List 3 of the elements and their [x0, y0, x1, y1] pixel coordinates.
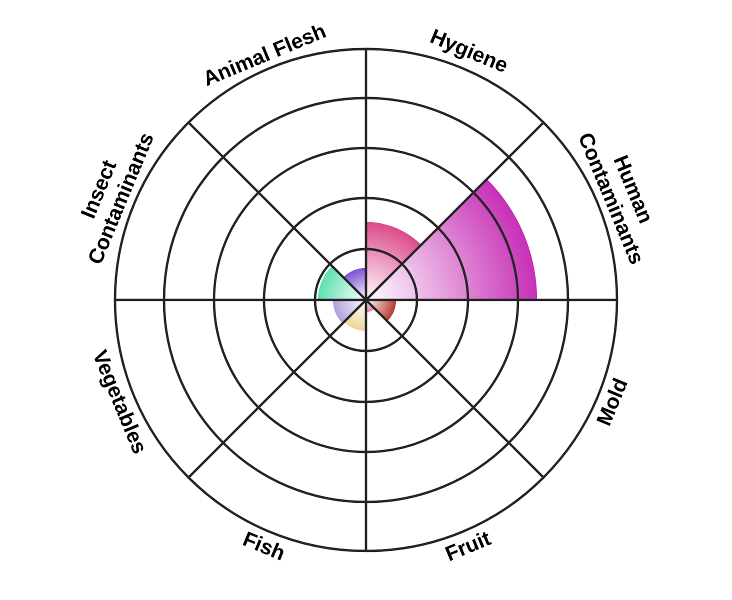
sector-label: Mold: [596, 378, 628, 426]
sector-label: Fruit: [444, 532, 492, 561]
sector-label: Fish: [242, 532, 284, 560]
